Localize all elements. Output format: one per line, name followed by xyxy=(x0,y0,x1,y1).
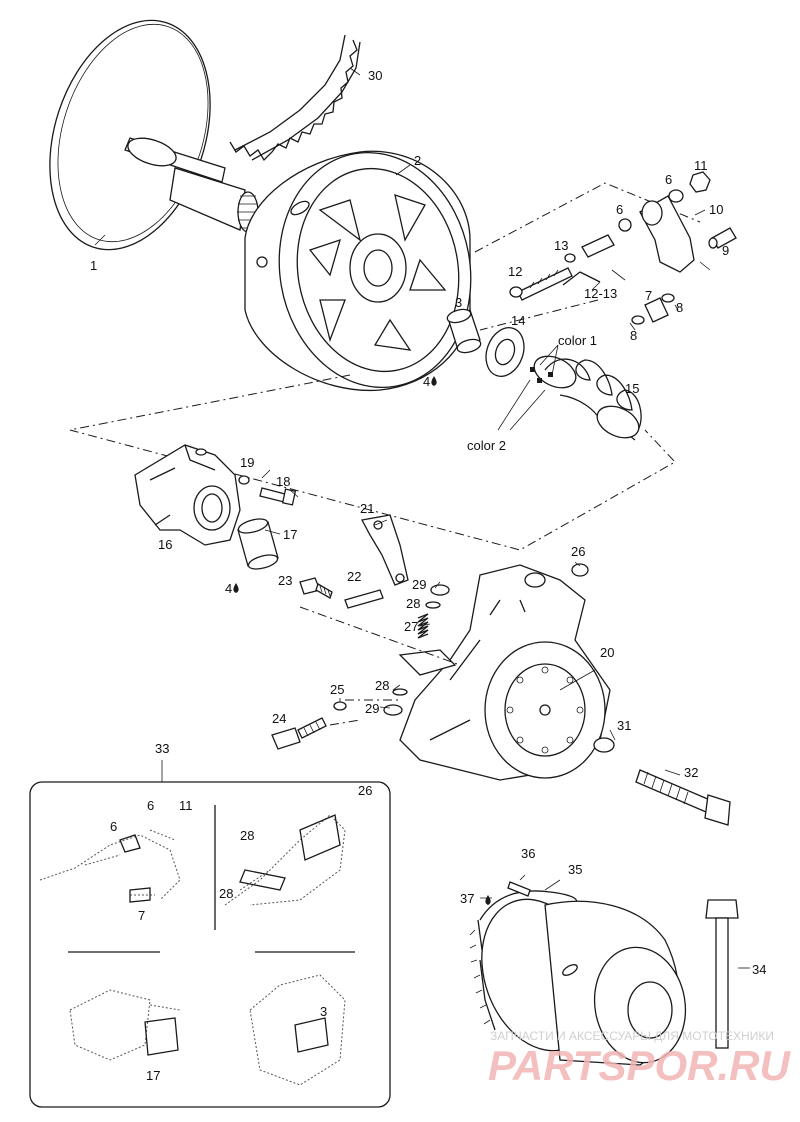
callout-25: 25 xyxy=(330,682,344,697)
callout-10: 10 xyxy=(709,202,723,217)
oil-drop-icon xyxy=(431,376,437,386)
callout-37: 37 xyxy=(460,891,474,906)
inset-box-part-33 xyxy=(29,760,391,1108)
callout-24: 24 xyxy=(272,711,286,726)
callout-35: 35 xyxy=(568,862,582,877)
callout-29: 29 xyxy=(365,701,379,716)
callout-9: 9 xyxy=(722,243,729,258)
screw-part-36 xyxy=(507,881,531,897)
bolt-part-24 xyxy=(271,717,327,750)
inset-callout-11: 11 xyxy=(179,798,193,813)
callout-36: 36 xyxy=(521,846,535,861)
assembly-line-lower xyxy=(299,606,461,726)
bolt-part-34 xyxy=(705,899,750,1049)
spring-part-15 xyxy=(530,355,642,441)
callout-27: 27 xyxy=(404,619,418,634)
callout-34: 34 xyxy=(752,962,766,977)
inset-callout-6: 6 xyxy=(110,819,117,834)
governor-cup-part-20 xyxy=(398,564,611,781)
callout-16: 16 xyxy=(158,537,172,552)
callout-1: 1 xyxy=(90,258,97,273)
fixed-sheave-part-1 xyxy=(49,19,259,251)
movable-sheave-part-2 xyxy=(244,150,472,392)
inset-callout-28: 28 xyxy=(219,886,233,901)
washer-part-25 xyxy=(333,701,347,711)
callout-19: 19 xyxy=(240,455,254,470)
bushing-part-3 xyxy=(446,308,482,354)
drive-pulley-part-35 xyxy=(469,890,687,1066)
callout-6: 6 xyxy=(665,172,672,187)
inset-callout-28: 28 xyxy=(240,828,254,843)
oring-part-28 xyxy=(392,601,441,696)
callout-12: 12 xyxy=(508,264,522,279)
inset-callout-6: 6 xyxy=(147,798,154,813)
inset-callout-7: 7 xyxy=(138,908,145,923)
callout-15: 15 xyxy=(625,381,639,396)
callout-31: 31 xyxy=(617,718,631,733)
callout-leaders xyxy=(261,209,711,899)
callout-8: 8 xyxy=(676,300,683,315)
spider-part-16 xyxy=(134,444,241,546)
callout-3: 3 xyxy=(455,295,462,310)
washer-part-31 xyxy=(593,737,615,753)
callout-32: 32 xyxy=(684,765,698,780)
callout-8: 8 xyxy=(630,328,637,343)
callout-2: 2 xyxy=(414,153,421,168)
inset-callout-17: 17 xyxy=(146,1068,160,1083)
washer-part-19 xyxy=(238,475,250,485)
callout-7: 7 xyxy=(645,288,652,303)
callout-4: 4 xyxy=(423,374,430,389)
watermark-subtitle: ЗАПЧАСТИ И АКСЕССУАРЫ ДЛЯ МОТОТЕХНИКИ xyxy=(490,1029,774,1043)
assembly-line-middle xyxy=(69,374,676,551)
bushing-part-17 xyxy=(237,518,279,570)
callout-28: 28 xyxy=(406,596,420,611)
callout-33: 33 xyxy=(155,741,169,756)
inset-labels: 6 11 6 7 26 28 28 3 17 xyxy=(110,783,372,1083)
nut-part-26 xyxy=(571,563,589,577)
screw-part-18 xyxy=(259,487,297,506)
callout-14: 14 xyxy=(511,313,525,328)
roller-arm-assembly xyxy=(509,171,737,325)
callout-29: 29 xyxy=(412,577,426,592)
oil-drop-icon xyxy=(485,895,491,905)
callout-17: 17 xyxy=(283,527,297,542)
callout-28: 28 xyxy=(375,678,389,693)
oil-drop-icon xyxy=(233,583,239,593)
drive-belt-part-30 xyxy=(229,34,361,162)
lever-part-21 xyxy=(361,514,409,586)
callout-18: 18 xyxy=(276,474,290,489)
callout-4: 4 xyxy=(225,581,232,596)
bolt-part-23 xyxy=(299,577,333,599)
watermark-brand: PARTSPOR.RU xyxy=(488,1042,791,1089)
inset-callout-26: 26 xyxy=(358,783,372,798)
callout-20: 20 xyxy=(600,645,614,660)
color-leaders xyxy=(497,344,559,431)
callout-23: 23 xyxy=(278,573,292,588)
callout-21: 21 xyxy=(360,501,374,516)
callout-labels: 1 30 2 11 6 10 6 13 9 12 12-13 7 8 8 3 1… xyxy=(90,68,766,977)
inset-callout-3: 3 xyxy=(320,1004,327,1019)
bolt-part-32 xyxy=(635,769,731,826)
callout-30: 30 xyxy=(368,68,382,83)
callout-6: 6 xyxy=(616,202,623,217)
pin-part-22 xyxy=(344,589,384,609)
callout-12-13: 12-13 xyxy=(584,286,617,301)
callout-color-1: color 1 xyxy=(558,333,597,348)
washer-part-14 xyxy=(485,327,525,377)
callout-26: 26 xyxy=(571,544,585,559)
callout-13: 13 xyxy=(554,238,568,253)
spring-part-27 xyxy=(417,613,429,639)
watermark: ЗАПЧАСТИ И АКСЕССУАРЫ ДЛЯ МОТОТЕХНИКИ PA… xyxy=(488,1029,791,1089)
callout-11: 11 xyxy=(694,158,708,173)
callout-color-2: color 2 xyxy=(467,438,506,453)
callout-22: 22 xyxy=(347,569,361,584)
